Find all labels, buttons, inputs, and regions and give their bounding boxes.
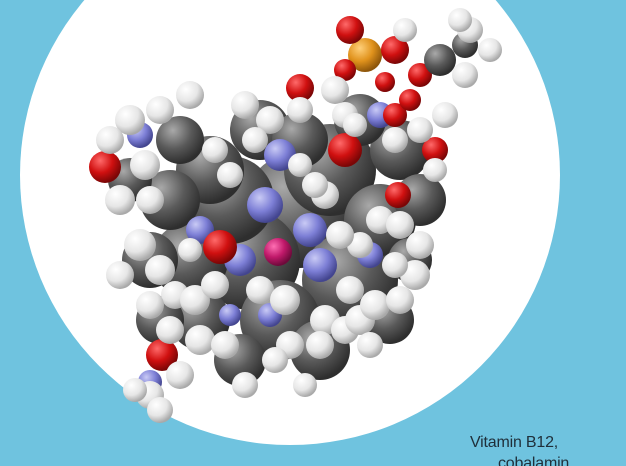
hydrogen-atom bbox=[382, 252, 408, 278]
oxygen-atom bbox=[422, 137, 448, 163]
hydrogen-atom bbox=[270, 285, 300, 315]
hydrogen-atom bbox=[124, 229, 156, 261]
hydrogen-atom bbox=[321, 76, 349, 104]
carbon-atom bbox=[424, 44, 456, 76]
hydrogen-atom bbox=[423, 158, 447, 182]
oxygen-atom bbox=[334, 59, 356, 81]
hydrogen-atom bbox=[176, 81, 204, 109]
hydrogen-atom bbox=[201, 271, 229, 299]
oxygen-atom bbox=[146, 339, 178, 371]
hydrogen-atom bbox=[178, 238, 202, 262]
nitrogen-atom bbox=[247, 187, 283, 223]
hydrogen-atom bbox=[232, 372, 258, 398]
nitrogen-atom bbox=[219, 304, 241, 326]
hydrogen-atom bbox=[360, 290, 390, 320]
hydrogen-atom bbox=[185, 325, 215, 355]
hydrogen-atom bbox=[478, 38, 502, 62]
hydrogen-atom bbox=[130, 150, 160, 180]
oxygen-atom bbox=[286, 74, 314, 102]
hydrogen-atom bbox=[145, 255, 175, 285]
hydrogen-atom bbox=[262, 347, 288, 373]
hydrogen-atom bbox=[105, 185, 135, 215]
hydrogen-atom bbox=[180, 285, 210, 315]
oxygen-atom bbox=[375, 72, 395, 92]
hydrogen-atom bbox=[246, 276, 274, 304]
nitrogen-atom bbox=[293, 213, 327, 247]
hydrogen-atom bbox=[452, 62, 478, 88]
hydrogen-atom bbox=[256, 106, 284, 134]
hydrogen-atom bbox=[166, 361, 194, 389]
hydrogen-atom bbox=[156, 316, 184, 344]
image-caption: Vitamin B12, cobalamin bbox=[470, 432, 620, 466]
hydrogen-atom bbox=[343, 113, 367, 137]
hydrogen-atom bbox=[407, 117, 433, 143]
hydrogen-atom bbox=[288, 153, 312, 177]
hydrogen-atom bbox=[386, 286, 414, 314]
carbon-atom bbox=[156, 116, 204, 164]
cobalt-atom bbox=[264, 238, 292, 266]
carbon-atom bbox=[140, 170, 200, 230]
hydrogen-atom bbox=[382, 127, 408, 153]
hydrogen-atom bbox=[448, 8, 472, 32]
caption-line-2: cobalamin bbox=[498, 455, 570, 466]
hydrogen-atom bbox=[393, 18, 417, 42]
hydrogen-atom bbox=[287, 97, 313, 123]
hydrogen-atom bbox=[386, 211, 414, 239]
phosphorus-atom bbox=[348, 38, 382, 72]
hydrogen-atom bbox=[293, 373, 317, 397]
oxygen-atom bbox=[89, 151, 121, 183]
hydrogen-atom bbox=[202, 137, 228, 163]
hydrogen-atom bbox=[211, 331, 239, 359]
oxygen-atom bbox=[336, 16, 364, 44]
oxygen-atom bbox=[399, 89, 421, 111]
oxygen-atom bbox=[408, 63, 432, 87]
hydrogen-atom bbox=[115, 105, 145, 135]
hydrogen-atom bbox=[123, 378, 147, 402]
hydrogen-atom bbox=[432, 102, 458, 128]
hydrogen-atom bbox=[96, 126, 124, 154]
hydrogen-atom bbox=[231, 91, 259, 119]
hydrogen-atom bbox=[326, 221, 354, 249]
hydrogen-atom bbox=[136, 291, 164, 319]
oxygen-atom bbox=[385, 182, 411, 208]
oxygen-atom bbox=[328, 133, 362, 167]
hydrogen-atom bbox=[217, 162, 243, 188]
hydrogen-atom bbox=[306, 331, 334, 359]
hydrogen-atom bbox=[242, 127, 268, 153]
hydrogen-atom bbox=[406, 231, 434, 259]
oxygen-atom bbox=[203, 230, 237, 264]
oxygen-atom bbox=[383, 103, 407, 127]
hydrogen-atom bbox=[106, 261, 134, 289]
hydrogen-atom bbox=[336, 276, 364, 304]
nitrogen-atom bbox=[303, 248, 337, 282]
hydrogen-atom bbox=[357, 332, 383, 358]
hydrogen-atom bbox=[136, 186, 164, 214]
caption-line-1: Vitamin B12, bbox=[470, 434, 559, 451]
hydrogen-atom bbox=[147, 397, 173, 423]
oxygen-atom bbox=[381, 36, 409, 64]
hydrogen-atom bbox=[146, 96, 174, 124]
hydrogen-atom bbox=[302, 172, 328, 198]
nitrogen-atom bbox=[264, 139, 296, 171]
